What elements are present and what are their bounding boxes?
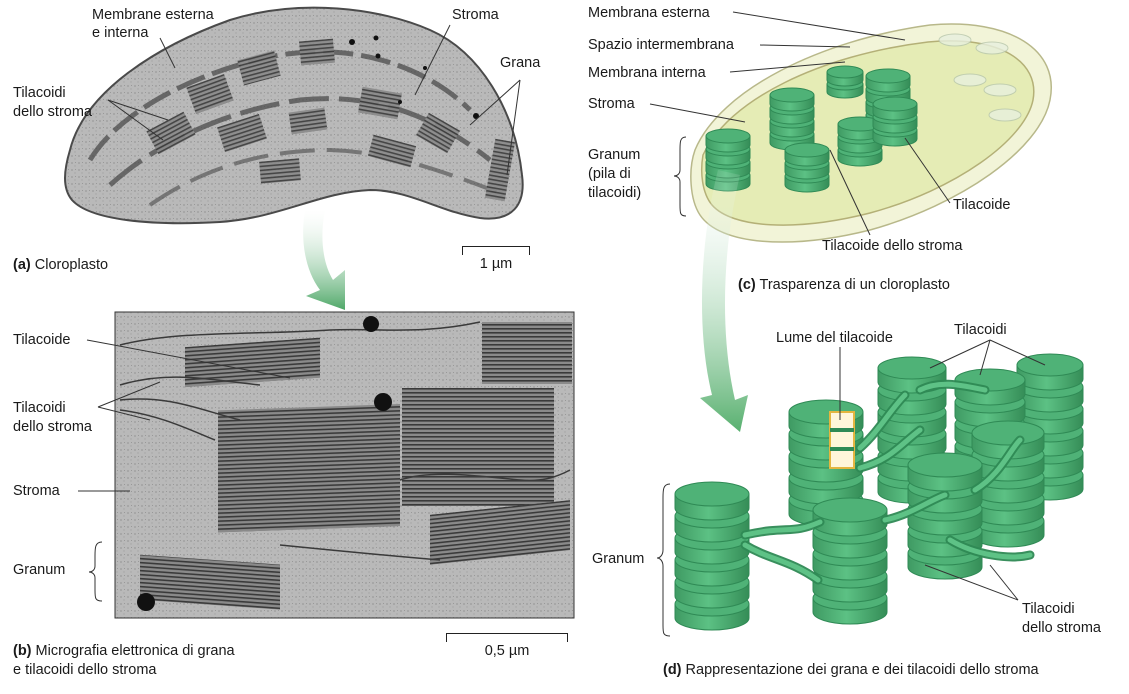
- caption-d-letter: (d): [663, 662, 682, 678]
- granum-c-7: [826, 65, 864, 99]
- panel-a-micrograph: [64, 6, 524, 225]
- label-granum-c-line2: (pila di: [588, 166, 631, 182]
- granum-d-center-right: [907, 452, 983, 580]
- label-stroma-thylakoids-b-line2: dello stroma: [13, 419, 92, 435]
- panel-b-micrograph: [114, 311, 575, 619]
- panel-d-grana: [674, 353, 1084, 631]
- caption-b-line1: (b) Micrografia elettronica di grana: [13, 642, 235, 661]
- label-grana-a: Grana: [500, 55, 541, 71]
- caption-a-text: Cloroplasto: [34, 257, 109, 273]
- panel-c-chloroplast: [690, 23, 1052, 243]
- caption-c-text: Trasparenza di un cloroplasto: [759, 277, 950, 293]
- label-stroma-thylakoids-b-line1: Tilacoidi: [13, 400, 66, 416]
- granum-c-1: [769, 87, 815, 151]
- caption-a: (a) Cloroplasto: [13, 256, 108, 275]
- label-stroma-thylakoids-a-line2: dello stroma: [13, 104, 92, 120]
- label-outer-membrane: Membrana esterna: [588, 5, 710, 21]
- arrow-a-to-b: [303, 210, 345, 310]
- label-stroma-thylakoids-d-line2: dello stroma: [1022, 620, 1101, 636]
- granum-c-5: [837, 116, 883, 167]
- panel-c-grana-stacks: [705, 65, 918, 193]
- label-stroma-c: Stroma: [588, 96, 635, 112]
- label-thylakoids-d: Tilacoidi: [954, 322, 1007, 338]
- caption-b-letter: (b): [13, 643, 32, 659]
- label-stroma-thylakoid-c: Tilacoide dello stroma: [822, 238, 963, 254]
- caption-d-text: Rappresentazione dei grana e dei tilacoi…: [685, 662, 1039, 678]
- scale-bar-a: 1 µm: [462, 246, 530, 272]
- granum-c-6: [872, 96, 918, 147]
- caption-a-letter: (a): [13, 257, 31, 273]
- lumen-cutaway: [829, 411, 855, 469]
- caption-d: (d) Rappresentazione dei grana e dei til…: [663, 661, 1039, 680]
- label-thylakoid-c: Tilacoide: [953, 197, 1011, 213]
- caption-b-line2: e tilacoidi dello stroma: [13, 662, 157, 678]
- label-membranes-line1: Membrane esterna: [92, 7, 214, 23]
- granum-c-3: [784, 142, 830, 193]
- scale-bar-b: 0,5 µm: [446, 633, 568, 659]
- caption-c: (c) Trasparenza di un cloroplasto: [738, 276, 950, 295]
- panel-b-leaders: [78, 339, 291, 602]
- label-lumen: Lume del tilacoide: [776, 330, 893, 346]
- label-stroma-thylakoids-d-line1: Tilacoidi: [1022, 601, 1075, 617]
- panel-d-leaders: [656, 339, 1046, 637]
- label-stroma-thylakoids-a-line1: Tilacoidi: [13, 85, 66, 101]
- caption-c-letter: (c): [738, 277, 756, 293]
- panel-c-leaders: [649, 11, 951, 236]
- granum-d-left: [674, 481, 750, 631]
- label-intermembrane-space: Spazio intermembrana: [588, 37, 734, 53]
- granum-d-center-front: [812, 497, 888, 625]
- scale-bar-b-label: 0,5 µm: [484, 643, 530, 659]
- label-granum-b: Granum: [13, 562, 66, 578]
- label-granum-c-line3: tilacoidi): [588, 185, 642, 201]
- label-stroma-a: Stroma: [452, 7, 499, 23]
- scale-bar-a-label: 1 µm: [479, 256, 513, 272]
- label-granum-d: Granum: [592, 551, 645, 567]
- label-thylakoid-b: Tilacoide: [13, 332, 71, 348]
- panel-a-leaders: [107, 24, 521, 176]
- label-inner-membrane: Membrana interna: [588, 65, 706, 81]
- label-stroma-b: Stroma: [13, 483, 60, 499]
- caption-b-text-1: Micrografia elettronica di grana: [35, 643, 235, 659]
- label-granum-c-line1: Granum: [588, 147, 641, 163]
- label-membranes-line2: e interna: [92, 25, 149, 41]
- arrow-c-to-d: [700, 170, 748, 432]
